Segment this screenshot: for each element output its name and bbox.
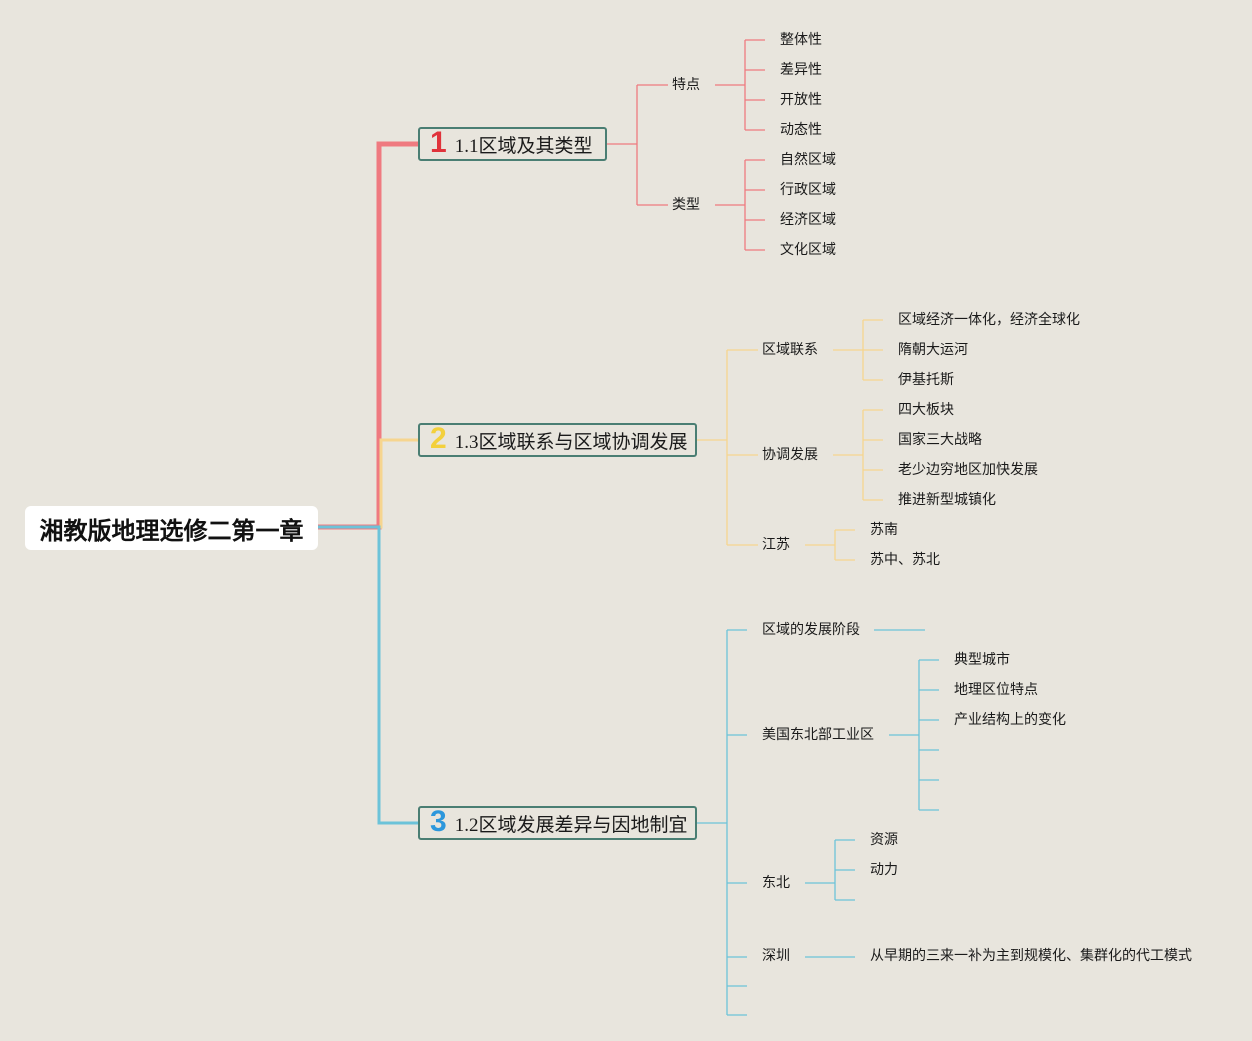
item-four-sectors[interactable]: 四大板块 [896,402,956,418]
item-grand-canal[interactable]: 隋朝大运河 [896,342,970,358]
branch-3-node[interactable]: 3 1.2区域发展差异与因地制宜 [418,806,697,840]
branch-2-number-badge: 2 [430,422,447,455]
item-typical-city[interactable]: 典型城市 [952,652,1012,668]
branch-3-number-badge: 3 [430,805,447,838]
root-topic[interactable]: 湘教版地理选修二第一章 [25,506,318,550]
branch-1-node[interactable]: 1 1.1区域及其类型 [418,127,607,161]
branch-2-node[interactable]: 2 1.3区域联系与区域协调发展 [418,423,697,457]
item-oem-mode[interactable]: 从早期的三来一补为主到规模化、集群化的代工模式 [868,948,1194,964]
topic-coordinated-development[interactable]: 协调发展 [760,447,820,463]
item-suzhong-subei[interactable]: 苏中、苏北 [868,552,942,568]
item-difference[interactable]: 差异性 [778,62,824,78]
item-integration[interactable]: 区域经济一体化，经济全球化 [896,312,1082,328]
item-industry-change[interactable]: 产业结构上的变化 [952,712,1068,728]
item-sunan[interactable]: 苏南 [868,522,900,538]
branch-1-title: 1.1区域及其类型 [454,135,593,157]
item-natural-region[interactable]: 自然区域 [778,152,838,168]
item-location-features[interactable]: 地理区位特点 [952,682,1040,698]
item-integrity[interactable]: 整体性 [778,32,824,48]
item-poor-areas[interactable]: 老少边穷地区加快发展 [896,462,1040,478]
topic-features[interactable]: 特点 [670,77,702,93]
item-iquitos[interactable]: 伊基托斯 [896,372,956,388]
root-title: 湘教版地理选修二第一章 [39,516,304,545]
item-cultural-region[interactable]: 文化区域 [778,242,838,258]
branch-3-title: 1.2区域发展差异与因地制宜 [454,814,688,836]
branch-2-title: 1.3区域联系与区域协调发展 [454,431,688,453]
item-economic-region[interactable]: 经济区域 [778,212,838,228]
topic-us-northeast[interactable]: 美国东北部工业区 [760,727,876,743]
topic-shenzhen[interactable]: 深圳 [760,948,792,964]
topic-jiangsu[interactable]: 江苏 [760,537,792,553]
item-urbanization[interactable]: 推进新型城镇化 [896,492,998,508]
item-resources[interactable]: 资源 [868,832,900,848]
item-power[interactable]: 动力 [868,862,900,878]
topic-regional-links[interactable]: 区域联系 [760,342,820,358]
topic-northeast[interactable]: 东北 [760,875,792,891]
topic-development-stage[interactable]: 区域的发展阶段 [760,622,862,638]
item-three-strategies[interactable]: 国家三大战略 [896,432,984,448]
topic-types[interactable]: 类型 [670,197,702,213]
item-openness[interactable]: 开放性 [778,92,824,108]
branch-1-number-badge: 1 [430,126,447,159]
item-admin-region[interactable]: 行政区域 [778,182,838,198]
item-dynamism[interactable]: 动态性 [778,122,824,138]
